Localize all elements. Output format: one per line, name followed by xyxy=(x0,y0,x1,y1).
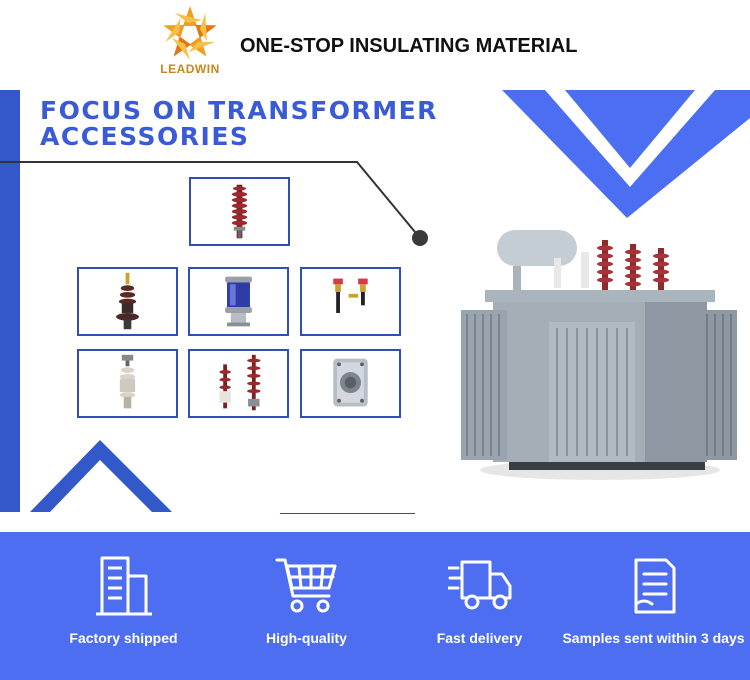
product-card[interactable] xyxy=(188,267,289,336)
features-bar: Factory shipped High-quality Fast delive… xyxy=(0,532,750,680)
decorations xyxy=(0,90,750,512)
product-card[interactable] xyxy=(188,349,289,418)
transformer-illustration xyxy=(461,230,737,480)
slogan: ONE-STOP INSULATING MATERIAL xyxy=(240,35,578,57)
feature-factory-shipped[interactable]: Factory shipped xyxy=(30,532,217,680)
feature-label: Fast delivery xyxy=(436,630,523,646)
epoxy-bushing-icon xyxy=(119,354,136,409)
feature-label: Samples sent within 3 days xyxy=(562,630,745,646)
product-card[interactable] xyxy=(300,349,401,418)
showcase: FOCUS ON TRANSFORMER ACCESSORIES xyxy=(0,90,750,530)
product-card[interactable] xyxy=(300,267,401,336)
product-card[interactable] xyxy=(77,267,178,336)
shopping-cart-icon xyxy=(275,558,336,613)
headline-line-2: ACCESSORIES xyxy=(40,122,250,151)
delivery-truck-icon xyxy=(447,560,511,610)
product-card[interactable] xyxy=(77,349,178,418)
factory-icon xyxy=(95,556,152,616)
oil-level-gauge-icon xyxy=(225,276,252,327)
feature-high-quality[interactable]: High-quality xyxy=(213,532,400,680)
side-accent-bar xyxy=(0,90,20,512)
bushing-studs-icon xyxy=(333,278,368,313)
feature-samples[interactable]: Samples sent within 3 days xyxy=(560,532,747,680)
document-icon xyxy=(634,558,675,614)
feature-label: Factory shipped xyxy=(69,630,178,646)
surge-arrester-icon xyxy=(231,184,248,239)
pressure-relief-valve-icon xyxy=(333,358,368,407)
headline: FOCUS ON TRANSFORMER ACCESSORIES xyxy=(40,98,438,150)
header: LEADWIN ONE-STOP INSULATING MATERIAL xyxy=(0,0,750,90)
arrester-pair-icon xyxy=(219,354,261,411)
divider-line xyxy=(280,513,415,514)
feature-label: High-quality xyxy=(266,630,347,646)
product-card[interactable] xyxy=(189,177,290,246)
headline-line-1: FOCUS ON TRANSFORMER xyxy=(40,96,438,125)
feature-fast-delivery[interactable]: Fast delivery xyxy=(386,532,573,680)
leadwin-logo-icon[interactable] xyxy=(150,2,230,82)
brand-name: LEADWIN xyxy=(160,62,220,76)
porcelain-bushing-icon xyxy=(116,272,139,330)
